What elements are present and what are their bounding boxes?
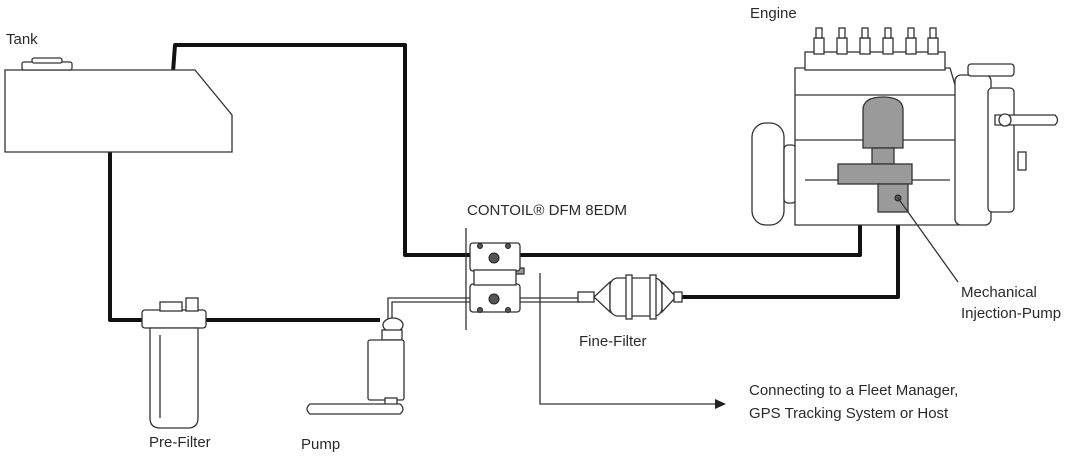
meter-bolt-1 xyxy=(477,243,483,249)
finefilter-inlet xyxy=(577,291,595,303)
signal-line xyxy=(539,273,715,405)
fine-filter-label: Fine-Filter xyxy=(579,333,647,350)
finefilter-band-left xyxy=(625,274,633,320)
tank xyxy=(4,57,233,153)
meter-upper-dial xyxy=(488,252,500,264)
prefilter-bowl xyxy=(149,327,199,429)
injection-pump-label-line2: Injection-Pump xyxy=(961,305,1062,322)
meter-bolt-4 xyxy=(505,307,511,313)
tank-body xyxy=(4,69,233,153)
injection-pump xyxy=(837,96,913,213)
signal-arrow-head xyxy=(715,399,726,409)
flow-meter xyxy=(465,228,521,330)
engine-head xyxy=(804,51,946,71)
engine-pulley xyxy=(751,122,785,226)
pump-body xyxy=(367,339,405,401)
fine-filter xyxy=(577,274,683,320)
injection-pump-lower xyxy=(877,183,909,213)
injection-pump-dome xyxy=(862,96,904,149)
meter-middle-body xyxy=(473,269,517,286)
meter-bolt-3 xyxy=(477,307,483,313)
tank-label: Tank xyxy=(6,31,38,48)
finefilter-band-right xyxy=(649,274,657,320)
pre-filter xyxy=(141,297,207,429)
meter-lower-dial xyxy=(488,293,500,305)
engine-top-bracket xyxy=(967,63,1015,77)
engine-rear-plate xyxy=(987,87,1015,213)
engine-side-knob xyxy=(1017,151,1027,171)
prefilter-top-a xyxy=(159,301,183,312)
meter-bolt-2 xyxy=(505,243,511,249)
injection-pump-neck xyxy=(871,147,895,165)
tank-cap-top xyxy=(31,57,63,64)
pipe-tank-to-prefilter xyxy=(108,152,145,322)
engine-pulley-hub xyxy=(783,144,797,204)
pump-base xyxy=(306,403,404,415)
engine-injectors xyxy=(813,27,939,55)
injection-pump-body xyxy=(837,163,913,185)
engine-label: Engine xyxy=(750,5,797,22)
pump-neck xyxy=(381,329,403,341)
finefilter-outlet xyxy=(673,291,683,303)
finefilter-cone-left xyxy=(593,280,611,314)
pump xyxy=(306,317,405,415)
prefilter-head xyxy=(141,309,207,329)
injection-pump-leader xyxy=(897,197,959,283)
injection-pump-label-line1: Mechanical xyxy=(961,284,1037,301)
connection-label-line2: GPS Tracking System or Host xyxy=(749,405,949,422)
pre-filter-label: Pre-Filter xyxy=(149,434,211,451)
prefilter-top-b xyxy=(185,297,199,312)
pump-label: Pump xyxy=(301,436,341,453)
finefilter-cone-right xyxy=(661,280,677,314)
engine-lever-pivot xyxy=(998,113,1012,127)
engine-rear-housing xyxy=(954,74,992,226)
line-pump-to-meter-inner xyxy=(391,301,470,322)
pipe-finefilter-to-injection xyxy=(680,210,900,299)
line-pump-to-meter xyxy=(387,297,470,322)
meter-label: CONTOIL® DFM 8EDM xyxy=(467,202,627,219)
connection-label-line1: Connecting to a Fleet Manager, xyxy=(749,382,959,399)
engine xyxy=(751,27,1059,226)
pipe-return-to-meter xyxy=(171,43,470,257)
